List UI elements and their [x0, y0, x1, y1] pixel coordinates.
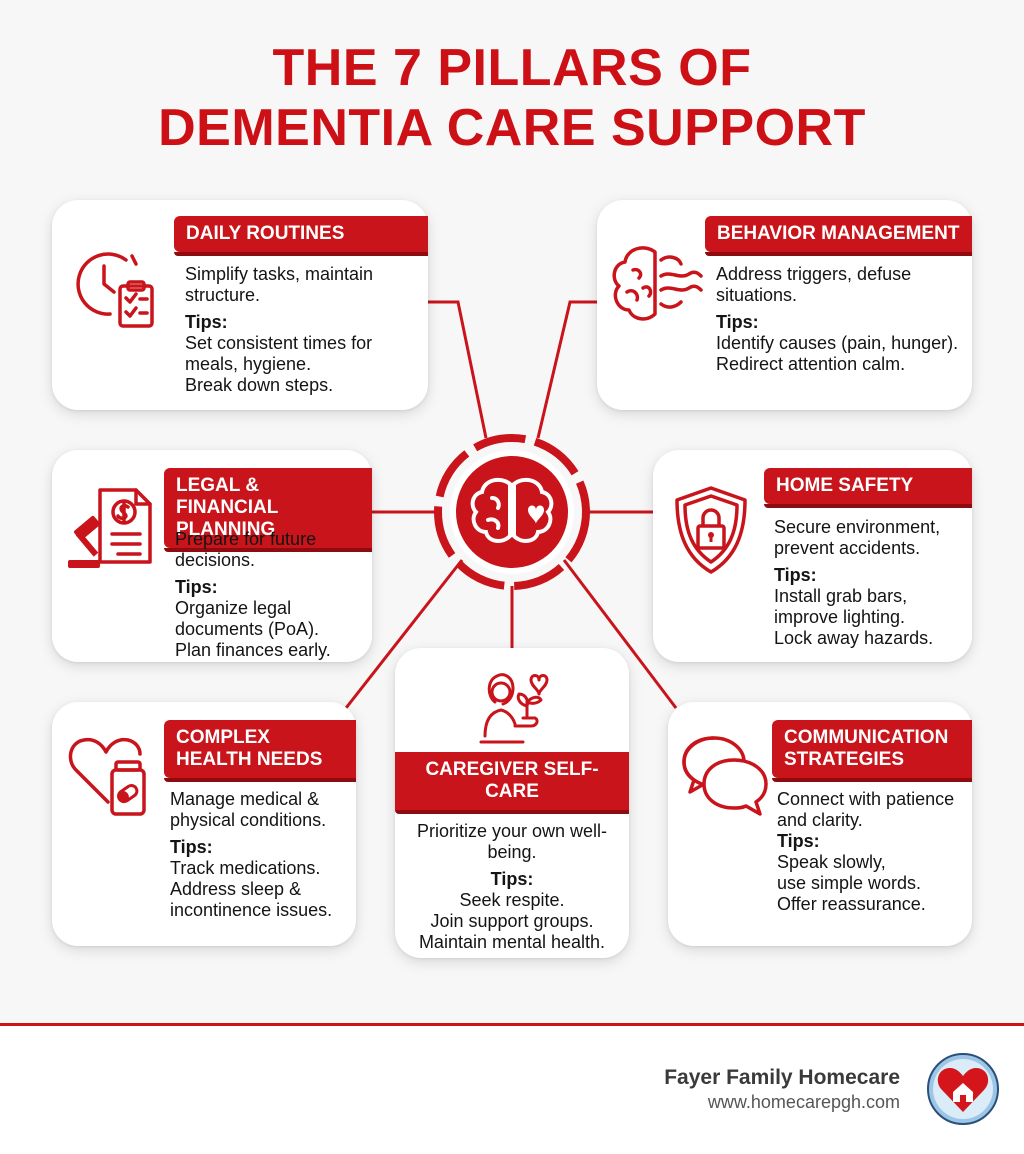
legal-financial-body: Prepare for future decisions. Tips: Orga…	[175, 529, 365, 661]
connector-communication	[562, 559, 678, 709]
card-communication-strategies: COMMUNICATION STRATEGIES Connect with pa…	[668, 702, 972, 946]
clock-clipboard-icon	[70, 242, 162, 334]
daily-routines-heading: DAILY ROUTINES	[174, 216, 428, 256]
heart-medication-icon	[64, 732, 160, 822]
home-safety-body: Secure environment, prevent accidents. T…	[774, 517, 964, 649]
footer-divider	[0, 1023, 1024, 1026]
daily-routines-tips: Set consistent times for meals, hygiene.…	[185, 333, 373, 395]
footer	[0, 1026, 1024, 1154]
gavel-document-icon	[66, 486, 162, 572]
caregiver-self-care-summary: Prioritize your own well-being.	[416, 821, 608, 862]
caregiver-plant-icon	[475, 662, 555, 744]
caregiver-self-care-body: Prioritize your own well-being. Tips: Se…	[401, 821, 623, 953]
card-caregiver-self-care: CAREGIVER SELF-CARE Prioritize your own …	[395, 648, 629, 958]
complex-health-summary: Manage medical & physical conditions.	[170, 789, 327, 830]
heart-home-logo-icon	[926, 1052, 1000, 1131]
communication-tips: Speak slowly, use simple words. Offer re…	[777, 852, 926, 914]
home-safety-heading: HOME SAFETY	[764, 468, 972, 508]
card-home-safety: HOME SAFETY Secure environment, prevent …	[653, 450, 972, 662]
page-title: THE 7 PILLARS OF DEMENTIA CARE SUPPORT	[0, 38, 1024, 158]
brand-url[interactable]: www.homecarepgh.com	[707, 1092, 900, 1112]
connector-behavior	[536, 300, 598, 439]
title-line-1: THE 7 PILLARS OF	[272, 39, 752, 97]
behavior-management-body: Address triggers, defuse situations. Tip…	[716, 264, 961, 375]
brain-heart-icon	[434, 434, 590, 590]
behavior-management-heading: BEHAVIOR MANAGEMENT	[705, 216, 972, 256]
complex-health-body: Manage medical & physical conditions. Ti…	[170, 789, 352, 921]
legal-financial-tips-label: Tips:	[175, 577, 218, 597]
shield-lock-icon	[671, 484, 751, 576]
card-legal-financial-planning: LEGAL & FINANCIAL PLANNING Prepare for f…	[52, 450, 372, 662]
communication-heading: COMMUNICATION STRATEGIES	[772, 720, 972, 782]
speech-bubbles-icon	[678, 732, 774, 818]
legal-financial-heading: LEGAL & FINANCIAL PLANNING	[164, 468, 372, 552]
caregiver-self-care-heading: CAREGIVER SELF-CARE	[395, 752, 629, 814]
card-behavior-management: BEHAVIOR MANAGEMENT Address triggers, de…	[597, 200, 972, 410]
brand-name: Fayer Family Homecare	[664, 1066, 900, 1089]
center-brain-badge	[432, 432, 592, 597]
communication-body: Connect with patience and clarity. Tips:…	[777, 789, 969, 915]
communication-summary: Connect with patience and clarity.	[777, 789, 955, 830]
complex-health-tips-label: Tips:	[170, 837, 213, 857]
card-daily-routines: DAILY ROUTINES Simplify tasks, maintain …	[52, 200, 428, 410]
home-safety-tips-label: Tips:	[774, 565, 817, 585]
complex-health-heading: COMPLEX HEALTH NEEDS	[164, 720, 356, 782]
daily-routines-tips-label: Tips:	[185, 312, 228, 332]
title-line-2: DEMENTIA CARE SUPPORT	[158, 99, 866, 157]
connector-health	[344, 559, 464, 709]
home-safety-summary: Secure environment, prevent accidents.	[774, 517, 941, 558]
caregiver-self-care-tips: Seek respite. Join support groups. Maint…	[418, 890, 606, 952]
behavior-management-summary: Address triggers, defuse situations.	[716, 264, 912, 305]
behavior-management-tips-label: Tips:	[716, 312, 759, 332]
legal-financial-tips: Organize legal documents (PoA). Plan fin…	[175, 598, 331, 660]
legal-financial-summary: Prepare for future decisions.	[175, 529, 317, 570]
caregiver-self-care-tips-label: Tips:	[490, 869, 534, 889]
behavior-management-tips: Identify causes (pain, hunger). Redirect…	[716, 333, 959, 374]
connector-daily	[428, 300, 488, 439]
home-safety-tips: Install grab bars, improve lighting. Loc…	[774, 586, 934, 648]
brain-waves-icon	[609, 240, 705, 326]
daily-routines-body: Simplify tasks, maintain structure. Tips…	[185, 264, 415, 396]
complex-health-tips: Track medications. Address sleep & incon…	[170, 858, 333, 920]
communication-tips-label: Tips:	[777, 831, 820, 851]
card-complex-health-needs: COMPLEX HEALTH NEEDS Manage medical & ph…	[52, 702, 356, 946]
daily-routines-summary: Simplify tasks, maintain structure.	[185, 264, 374, 305]
